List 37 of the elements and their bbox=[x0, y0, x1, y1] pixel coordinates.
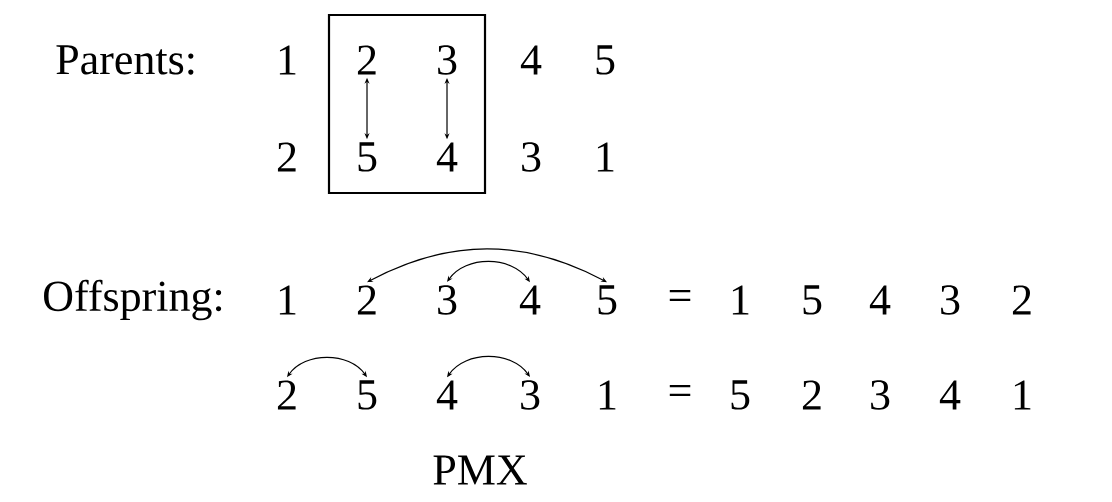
digit: 5 bbox=[358, 142, 377, 172]
digit: = bbox=[669, 384, 691, 396]
digit: 2 bbox=[357, 285, 376, 315]
digit: 5 bbox=[598, 285, 617, 315]
digit: 3 bbox=[521, 380, 540, 410]
digit: 1 bbox=[1014, 380, 1031, 410]
caption: PMX bbox=[433, 455, 527, 485]
digit: 5 bbox=[358, 380, 377, 410]
digit: 4 bbox=[436, 142, 458, 172]
row-label: Parents: bbox=[56, 45, 194, 75]
arrow bbox=[367, 248, 607, 283]
digit: 1 bbox=[279, 45, 296, 75]
digit: 5 bbox=[596, 45, 615, 75]
frame-box bbox=[327, 13, 487, 195]
digit: 3 bbox=[941, 285, 960, 315]
digit: 2 bbox=[277, 142, 296, 172]
digit: 5 bbox=[731, 380, 750, 410]
digit: 2 bbox=[277, 380, 296, 410]
digit: 4 bbox=[869, 285, 891, 315]
digit: 3 bbox=[438, 285, 457, 315]
digit: 5 bbox=[803, 285, 822, 315]
digit: 1 bbox=[599, 380, 616, 410]
digit: 2 bbox=[802, 380, 821, 410]
digit: 3 bbox=[438, 45, 457, 75]
digit: 1 bbox=[597, 142, 614, 172]
digit: 1 bbox=[732, 285, 749, 315]
digit: 4 bbox=[520, 45, 542, 75]
digit: 1 bbox=[279, 285, 296, 315]
digit: 3 bbox=[871, 380, 890, 410]
digit: 3 bbox=[522, 142, 541, 172]
digit: 4 bbox=[436, 380, 458, 410]
digit: 2 bbox=[1012, 285, 1031, 315]
digit: 2 bbox=[357, 45, 376, 75]
row-label: Offspring: bbox=[44, 279, 222, 321]
digit: = bbox=[669, 289, 691, 301]
digit: 4 bbox=[939, 380, 961, 410]
digit: 4 bbox=[519, 285, 541, 315]
